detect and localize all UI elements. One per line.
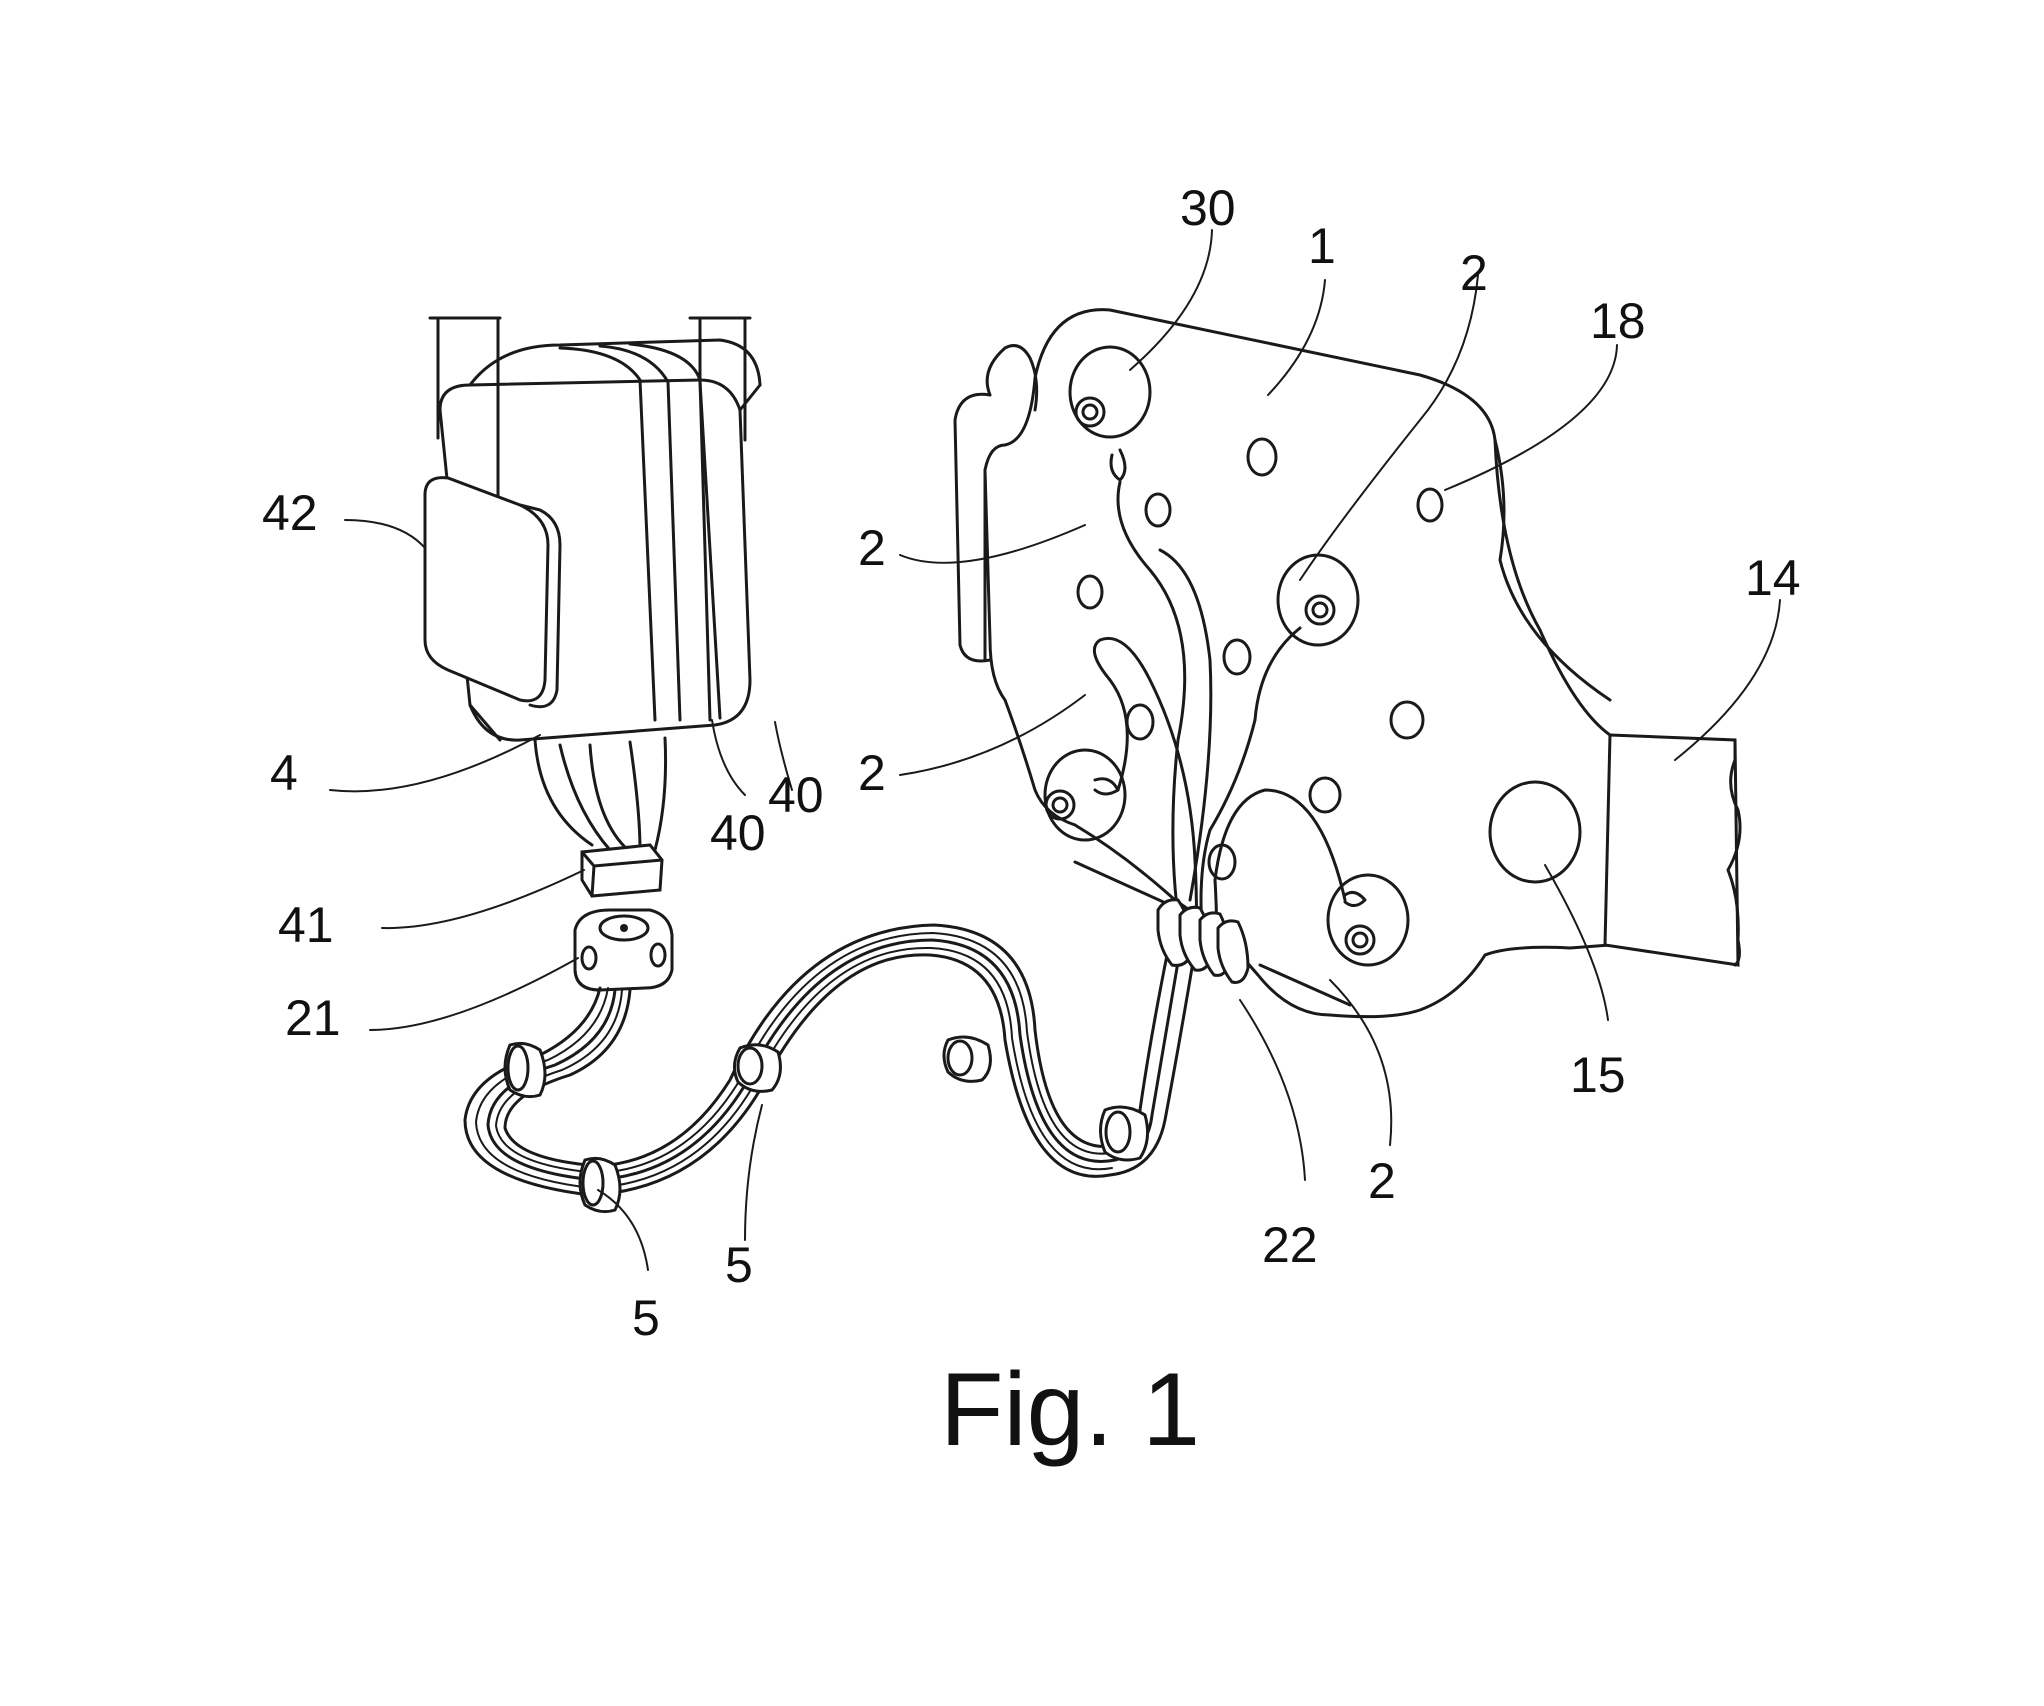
device-housing bbox=[428, 316, 762, 742]
hole bbox=[1207, 843, 1237, 881]
hole bbox=[1076, 574, 1104, 610]
label-2-mid-left: 2 bbox=[858, 745, 886, 801]
electrode bbox=[1326, 873, 1410, 967]
cable-ring bbox=[733, 1043, 782, 1093]
label-30: 30 bbox=[1180, 180, 1236, 236]
hole bbox=[1416, 487, 1444, 523]
hole bbox=[1222, 638, 1252, 676]
plug-21 bbox=[573, 908, 674, 992]
cable-bundle bbox=[463, 923, 1197, 1214]
figure-caption: Fig. 1 bbox=[940, 1352, 1200, 1468]
cable-ring bbox=[578, 1156, 622, 1214]
label-40-a: 40 bbox=[710, 805, 766, 861]
label-41: 41 bbox=[278, 897, 334, 953]
label-42: 42 bbox=[262, 485, 318, 541]
pad-plate bbox=[953, 308, 1742, 1019]
label-15: 15 bbox=[1570, 1047, 1626, 1103]
hole bbox=[1144, 492, 1172, 528]
electrode bbox=[1276, 553, 1360, 647]
bundle-holder-22 bbox=[1156, 898, 1250, 984]
leader-lines bbox=[329, 229, 1781, 1271]
cable-ring bbox=[1099, 1105, 1150, 1162]
label-2-bottom: 2 bbox=[1368, 1153, 1396, 1209]
connector-41 bbox=[533, 736, 668, 898]
hole bbox=[1308, 776, 1342, 814]
large-circle-15 bbox=[1488, 780, 1582, 884]
electrode bbox=[1068, 345, 1152, 482]
electrode bbox=[1043, 748, 1127, 842]
cable-ring bbox=[503, 1041, 547, 1099]
label-5-a: 5 bbox=[725, 1237, 753, 1293]
label-14: 14 bbox=[1745, 550, 1801, 606]
label-40-b: 40 bbox=[768, 767, 824, 823]
front-module-42 bbox=[423, 476, 562, 709]
label-1: 1 bbox=[1308, 218, 1336, 274]
label-2-upper-left: 2 bbox=[858, 520, 886, 576]
label-5-b: 5 bbox=[632, 1290, 660, 1346]
label-2-top: 2 bbox=[1460, 245, 1488, 301]
label-22: 22 bbox=[1262, 1217, 1318, 1273]
label-4: 4 bbox=[270, 745, 298, 801]
hole bbox=[1389, 700, 1425, 740]
label-18: 18 bbox=[1590, 293, 1646, 349]
cable-ring bbox=[942, 1035, 992, 1083]
hole bbox=[1125, 703, 1155, 741]
hole bbox=[1246, 437, 1278, 477]
reference-labels: 30 1 2 18 42 2 14 2 4 40 40 41 21 15 2 2… bbox=[262, 180, 1801, 1346]
label-21: 21 bbox=[285, 990, 341, 1046]
